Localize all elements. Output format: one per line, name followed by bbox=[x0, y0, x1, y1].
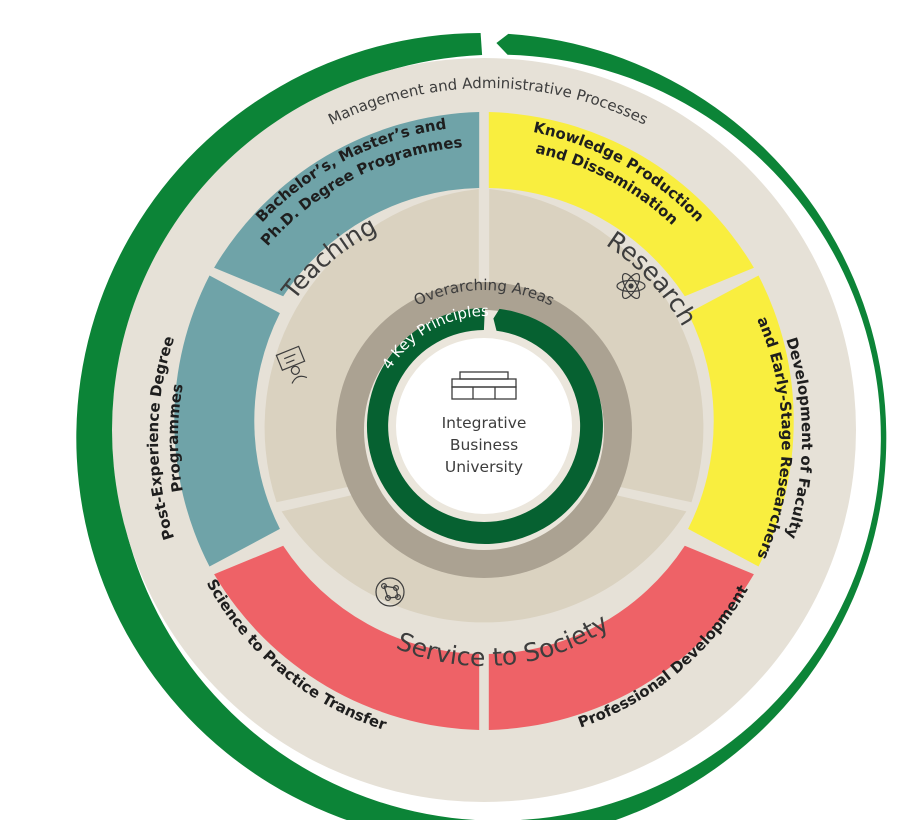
post-experience-label-line-2: Programmes bbox=[164, 382, 187, 493]
segment-post-experience bbox=[174, 275, 280, 567]
center-disc bbox=[396, 338, 572, 514]
university-building-icon bbox=[451, 371, 517, 400]
center-line-3: University bbox=[445, 458, 523, 476]
segment-science-to-practice bbox=[214, 545, 480, 730]
segment-professional-development bbox=[488, 545, 754, 730]
segment-faculty-development bbox=[688, 275, 794, 567]
segment-knowledge-production bbox=[488, 112, 754, 297]
center-line-1: Integrative bbox=[442, 414, 527, 432]
research-atom-icon bbox=[616, 272, 646, 300]
center-line-2: Business bbox=[450, 436, 518, 454]
segment-bachelor-masters-phd bbox=[214, 112, 480, 297]
society-network-icon bbox=[375, 577, 405, 607]
post-experience-label-line-2-path: Programmes bbox=[164, 382, 187, 493]
teaching-icon bbox=[275, 345, 308, 384]
